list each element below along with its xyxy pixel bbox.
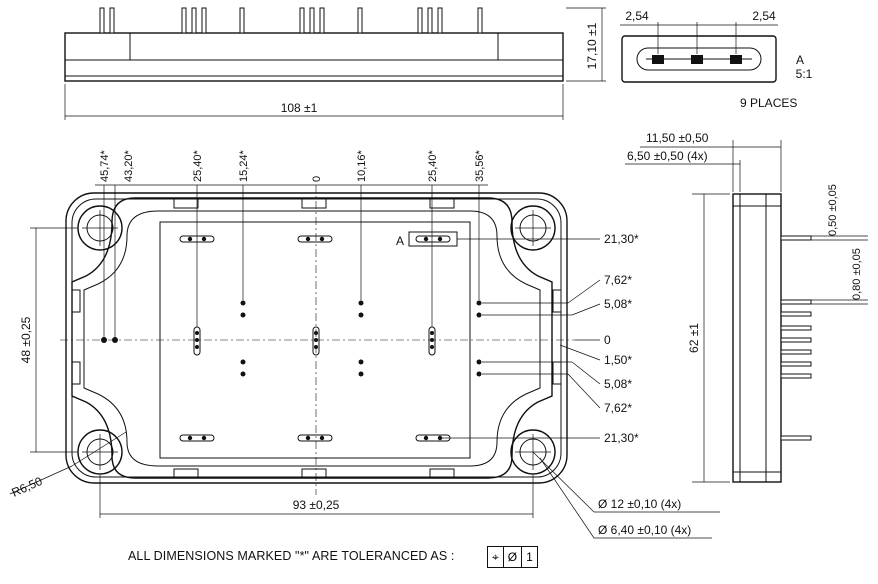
height-dimension: 17,10 ±1 xyxy=(585,22,599,69)
dim-1-50: 1,50* xyxy=(604,353,632,367)
side-dim-0-50: 0,50 ±0,05 xyxy=(827,184,839,236)
top-view: 108 ±1 17,10 ±1 xyxy=(64,7,606,120)
detail-ref-label: A xyxy=(396,234,404,248)
dim-43-20: 43,20* xyxy=(123,149,135,182)
position-tolerance-icon: ⌖ xyxy=(488,547,504,567)
dim-25-40-right: 25,40* xyxy=(427,149,439,182)
pin-pitch-right: 2,54 xyxy=(752,9,776,23)
tolerance-note: ALL DIMENSIONS MARKED "*" ARE TOLERANCED… xyxy=(128,549,455,563)
side-dim-11-50: 11,50 ±0,50 xyxy=(646,131,709,145)
hole-inner-dim: Ø 6,40 ±0,10 (4x) xyxy=(598,523,691,537)
terminal-pins xyxy=(101,231,482,442)
dim-45-74: 45,74* xyxy=(99,149,111,182)
tolerance-frame: ⌖ Ø 1 xyxy=(487,546,538,568)
pin-pitch-left: 2,54 xyxy=(625,9,649,23)
dim-35-56: 35,56* xyxy=(474,149,486,182)
diameter-symbol: Ø xyxy=(504,547,523,567)
side-dim-0-80: 0,80 ±0,05 xyxy=(851,248,863,300)
pin-square-1 xyxy=(652,55,664,64)
dim-93: 93 ±0,25 xyxy=(293,498,340,512)
dim-5-08-bottom: 5,08* xyxy=(604,377,632,391)
tolerance-value: 1 xyxy=(526,550,533,564)
pin-detail-view: 2,54 2,54 A 5:1 9 PLACES xyxy=(620,9,813,110)
pin-square-3 xyxy=(730,55,742,64)
side-dim-62: 62 ±1 xyxy=(687,323,701,353)
right-position-dims: 21,30* 7,62* 5,08* 0 1,50* 5,08* 7,62* 2… xyxy=(440,232,639,445)
dim-25-40-left: 25,40* xyxy=(192,149,204,182)
radius-dim: R6,50 xyxy=(10,474,45,500)
top-view-pins xyxy=(99,7,483,34)
side-dim-6-50: 6,50 ±0,50 (4x) xyxy=(627,149,708,163)
top-view-body xyxy=(64,32,564,82)
dim-21-30-bottom: 21,30* xyxy=(604,431,639,445)
places-note: 9 PLACES xyxy=(740,96,797,110)
dim-15-24: 15,24* xyxy=(238,149,250,182)
hole-outer-dim: Ø 12 ±0,10 (4x) xyxy=(598,497,681,511)
detail-scale: 5:1 xyxy=(796,67,813,81)
dim-zero-y: 0 xyxy=(604,333,611,347)
edge-tabs xyxy=(71,198,562,479)
housing-outline xyxy=(65,192,568,484)
pin-square-2 xyxy=(691,55,703,64)
length-dimension: 108 ±1 xyxy=(281,101,318,115)
plan-view: A 45,74* 43,20* 25,40* 15,24* 0 10,16* 2… xyxy=(10,149,720,539)
lid-outline xyxy=(71,197,553,479)
detail-label: A xyxy=(796,53,804,67)
dim-5-08-top: 5,08* xyxy=(604,297,632,311)
dim-10-16: 10,16* xyxy=(356,149,368,182)
dim-zero-x: 0 xyxy=(311,176,323,182)
side-view: 11,50 ±0,50 6,50 ±0,50 (4x) 0,50 ±0,05 0… xyxy=(625,131,868,483)
dim-7-62-bottom: 7,62* xyxy=(604,401,632,415)
dim-48: 48 ±0,25 xyxy=(19,316,33,363)
side-view-pins xyxy=(780,235,812,441)
dim-7-62-top: 7,62* xyxy=(604,273,632,287)
dim-21-30-top: 21,30* xyxy=(604,232,639,246)
top-position-dims: 45,74* 43,20* 25,40* 15,24* 0 10,16* 25,… xyxy=(95,149,488,340)
